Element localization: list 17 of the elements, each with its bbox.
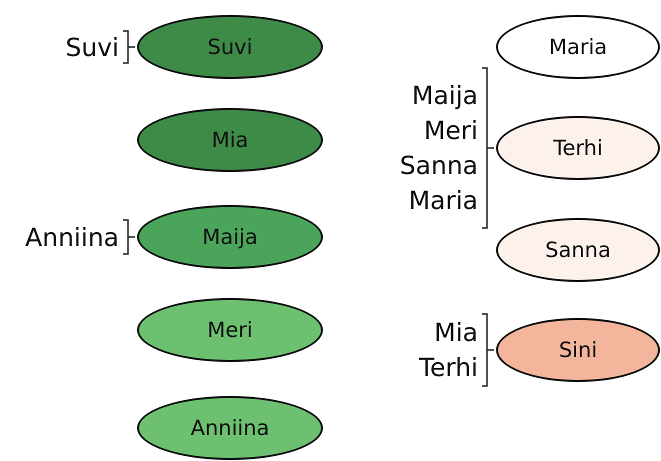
name-label: Maria (408, 185, 478, 217)
node-label: Maija (202, 225, 258, 249)
name-label: Suvi (66, 32, 119, 64)
node-label: Sanna (545, 238, 611, 262)
node-label: Meri (207, 318, 253, 342)
name-label: Sanna (400, 150, 478, 182)
node-label: Suvi (208, 35, 252, 59)
name-label: Meri (424, 115, 478, 147)
node-label: Maria (548, 35, 608, 59)
node-label: Sini (558, 338, 598, 362)
name-label: Terhi (418, 352, 478, 384)
name-label: Maija (412, 80, 478, 112)
node-label: Terhi (553, 136, 603, 160)
name-label: Anniina (25, 222, 119, 254)
node-label: Mia (212, 128, 248, 152)
node-label: Anniina (190, 416, 270, 440)
name-label: Mia (434, 317, 478, 349)
